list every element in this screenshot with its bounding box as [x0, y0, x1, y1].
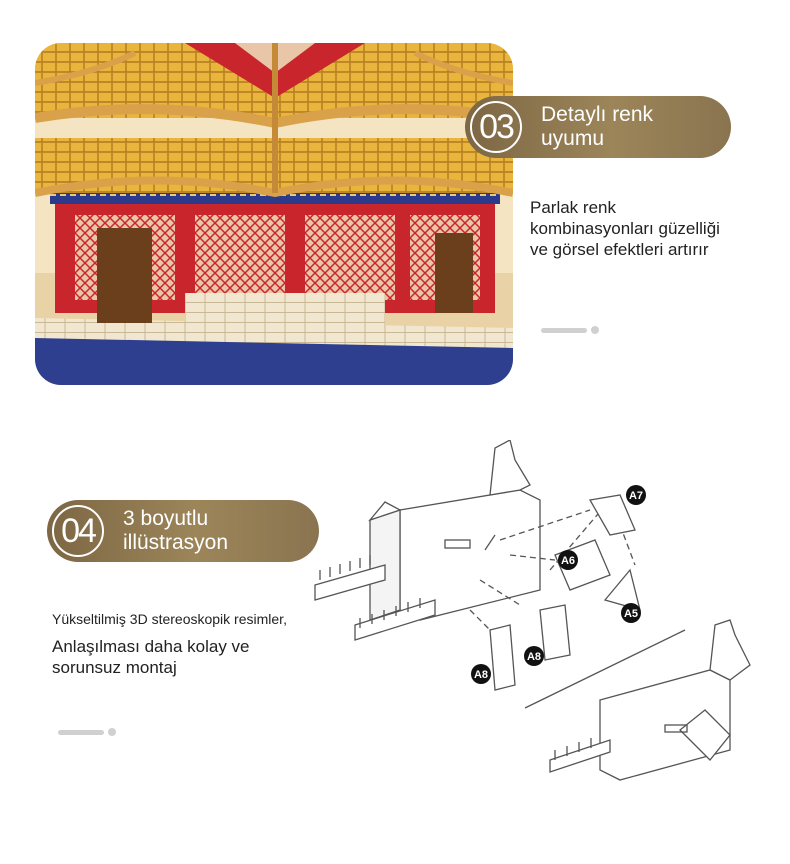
label-a8-right: A8 — [524, 646, 544, 666]
feature-04-description: Yükseltilmiş 3D stereoskopik resimler, A… — [52, 611, 287, 677]
feature-03-number: 03 — [470, 101, 522, 153]
feature-04-title: 3 boyutlu illüstrasyon — [123, 507, 229, 554]
svg-text:A7: A7 — [629, 490, 643, 502]
feature-03-badge: 03 Detaylı renk uyumu — [465, 96, 731, 158]
svg-text:A8: A8 — [527, 651, 541, 663]
label-a5: A5 — [621, 603, 641, 623]
svg-text:A8: A8 — [474, 669, 488, 681]
svg-text:A6: A6 — [561, 555, 575, 567]
assembly-diagram: A7 A6 A5 A8 A8 — [310, 439, 770, 790]
feature-03-divider — [541, 326, 599, 334]
label-a6: A6 — [558, 550, 578, 570]
label-a8-left: A8 — [471, 664, 491, 684]
svg-text:A5: A5 — [624, 608, 638, 620]
feature-04-number: 04 — [52, 505, 104, 557]
building-photo — [35, 43, 513, 385]
label-a7: A7 — [626, 485, 646, 505]
feature-04-divider — [58, 728, 116, 736]
feature-04-badge: 04 3 boyutlu illüstrasyon — [47, 500, 319, 562]
feature-03-description: Parlak renk kombinasyonları güzelliği ve… — [530, 198, 720, 259]
feature-03-title: Detaylı renk uyumu — [541, 103, 654, 150]
